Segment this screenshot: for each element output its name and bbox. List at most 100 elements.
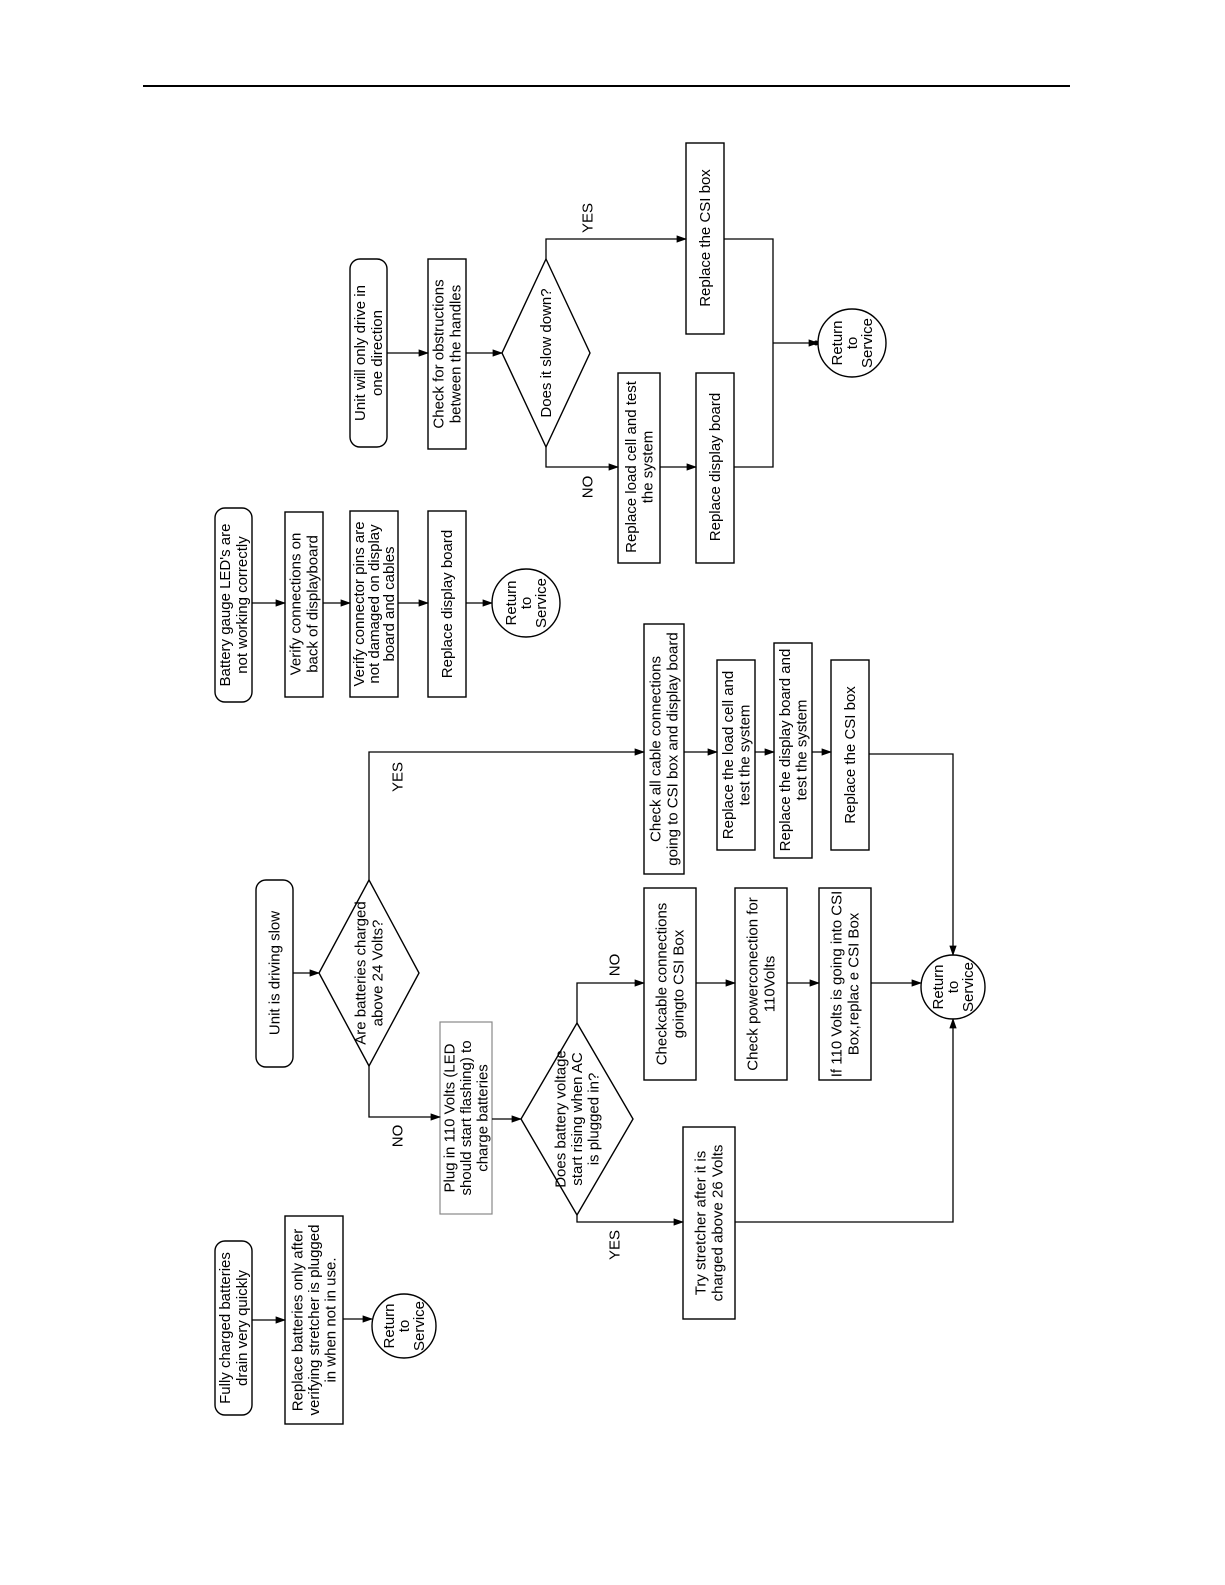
flowchart-driving-slow: Unit is driving slow Are batteries charg… (255, 623, 986, 1320)
one-direction-replace-load-cell-text: Replace load cell and testthe system (623, 380, 657, 553)
label-line: Are batteries charged (353, 901, 370, 1044)
flowchart-battery-drain: Fully charged batteriesdrain very quickl… (214, 1215, 437, 1425)
label-line: is plugged in? (586, 1073, 603, 1166)
driving-slow-start-text: Unit is driving slow (267, 911, 284, 1035)
label-line: Battery gauge LED's are (217, 524, 234, 687)
label-line: start rising when AC (569, 1052, 586, 1186)
if-110-volts-box (818, 887, 872, 1081)
driving-slow-no-line (368, 1066, 442, 1121)
battery-drain-replace-box (284, 1215, 344, 1425)
battery-drain-start-text: Fully charged batteriesdrain very quickl… (217, 1252, 251, 1404)
label-line: Verify connections on (288, 533, 305, 676)
replace-load-cell-text: Replace the load cell andtest the system (720, 671, 754, 839)
label-line: Unit will only drive in (352, 285, 369, 421)
verify-pins-box (349, 510, 399, 698)
label-line: Checkcable connections (654, 903, 671, 1066)
plug-in-text: Plug in 110 Volts (LEDshould start flash… (442, 1040, 492, 1195)
if-110-volts-text: If 110 Volts is going into CSIBox,replac… (829, 891, 863, 1078)
plug-in-box (439, 1021, 493, 1215)
label-line: drain very quickly (234, 1270, 251, 1386)
replace-csi-box-1 (830, 659, 870, 851)
label-line: in when not in use. (323, 1257, 340, 1382)
one-direction-no-line (545, 447, 620, 471)
label-line: Replace batteries only after (290, 1229, 307, 1412)
label-line: Check powerconection for (745, 897, 762, 1070)
label-line: Unit is driving slow (267, 911, 284, 1035)
label-line: test the system (736, 705, 753, 806)
label-line: charge batteries (475, 1064, 492, 1172)
verify-connections-box (284, 511, 324, 698)
check-power-text: Check powerconection for110Volts (745, 897, 779, 1070)
label-line: Service (960, 962, 977, 1012)
check-power-box (734, 887, 788, 1081)
battery-drain-start-terminal (214, 1240, 253, 1416)
label-line: board and cables (381, 546, 398, 661)
driving-slow-no-label: NO (390, 1125, 407, 1148)
replace-display-board-text: Replace the display board andtest the sy… (777, 649, 811, 852)
label-line: Service (859, 318, 876, 368)
label-line: 110Volts (762, 956, 779, 1012)
replace-load-cell-box (716, 659, 756, 851)
label-line: Fully charged batteries (217, 1252, 234, 1404)
csi-to-return-line (869, 753, 957, 957)
try-stretcher-box (682, 1126, 736, 1320)
label-line: Return (930, 964, 947, 1009)
voltage-decision-text: Does battery voltagestart rising when AC… (553, 1050, 603, 1188)
one-direction-yes-line (545, 235, 688, 259)
check-all-cables-box (643, 623, 685, 875)
label-line: Replace load cell and test (623, 380, 640, 553)
label-line: If 110 Volts is going into CSI (829, 891, 846, 1078)
one-direction-start-text: Unit will only drive inone direction (352, 285, 386, 421)
label-line: to (844, 337, 861, 350)
label-line: not working correctly (234, 536, 251, 674)
label-line: Verify connector pins are (351, 521, 368, 686)
one-direction-return-text: ReturntoService (829, 318, 876, 368)
label-line: back of displayboard (305, 535, 322, 673)
driving-slow-return-text: ReturntoService (930, 962, 977, 1012)
label-line: Try stretcher after it is (693, 1151, 710, 1295)
one-direction-replace-csi-box (685, 142, 725, 335)
label-line: above 24 Volts? (370, 920, 387, 1027)
label-line: going to CSI box and display board (665, 632, 682, 866)
try-stretcher-to-return-line (735, 1017, 957, 1223)
voltage-yes-label: YES (607, 1230, 624, 1260)
check-obstructions-box (427, 258, 467, 450)
label-line: Check for obstructions (431, 279, 448, 428)
label-line: Return (829, 320, 846, 365)
label-line: Box,replac e CSI Box (846, 912, 863, 1055)
voltage-yes-line (576, 1215, 685, 1226)
label-line: to (396, 1320, 413, 1333)
driving-slow-decision-batteries-text: Are batteries chargedabove 24 Volts? (353, 901, 387, 1044)
voltage-no-line (576, 979, 646, 1023)
label-line: Replace the load cell and (720, 671, 737, 839)
battery-gauge-start-terminal (214, 507, 253, 703)
label-line: Service (533, 578, 550, 628)
replace-display-board-box (773, 642, 813, 859)
check-cable-csi-box (643, 887, 697, 1081)
label-line: to (518, 597, 535, 610)
check-cable-csi-text: Checkcable connectionsgoingto CSI Box (654, 903, 688, 1066)
label-line: not damaged on display (366, 524, 383, 684)
flowchart-one-direction: Unit will only drive inone direction Che… (349, 142, 887, 564)
battery-gauge-return-text: ReturntoService (503, 578, 550, 628)
one-direction-yes-label: YES (580, 203, 597, 233)
driving-slow-yes-line (368, 748, 646, 880)
label-line: Does battery voltage (553, 1050, 570, 1188)
one-direction-replace-csi-text: Replace the CSI box (697, 169, 714, 307)
check-obstructions-text: Check for obstructionsbetween the handle… (431, 279, 465, 428)
label-line: verifying stretcher is plugged (306, 1225, 323, 1416)
label-line: goingto CSI Box (671, 929, 688, 1038)
battery-gauge-replace-display-text: Replace display board (439, 530, 456, 678)
check-all-cables-text: Check all cable connectionsgoing to CSI … (648, 632, 682, 866)
battery-gauge-start-text: Battery gauge LED's arenot working corre… (217, 524, 251, 687)
one-direction-no-label: NO (580, 476, 597, 499)
battery-drain-replace-text: Replace batteries only afterverifying st… (290, 1225, 340, 1416)
one-direction-csi-merge-line (724, 238, 774, 468)
label-line: Check all cable connections (648, 656, 665, 842)
label-line: the system (639, 431, 656, 504)
one-direction-decision-text: Does it slow down? (538, 288, 555, 417)
label-line: Replace the display board and (777, 649, 794, 852)
label-line: charged above 26 Volts (710, 1145, 727, 1302)
